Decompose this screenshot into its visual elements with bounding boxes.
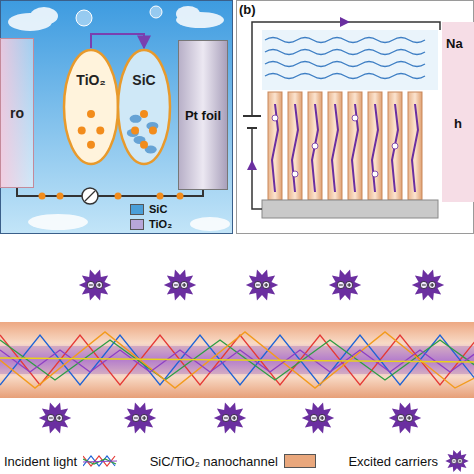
node-label: TiO₂ bbox=[76, 72, 105, 88]
legend-item: Excited carriers bbox=[348, 448, 470, 474]
ellipse-shape bbox=[64, 50, 118, 164]
electron-dot bbox=[78, 127, 86, 135]
ellipse-shape bbox=[118, 50, 170, 164]
electron-dot bbox=[140, 141, 148, 149]
ray-line bbox=[83, 461, 117, 462]
legend-item: Incident light bbox=[4, 453, 117, 469]
ray-sample bbox=[83, 453, 117, 469]
legend-swatch bbox=[284, 454, 316, 468]
legend-text: SiC bbox=[149, 203, 167, 215]
node-label: ro bbox=[10, 105, 24, 121]
legend-item: SiC bbox=[130, 203, 172, 215]
electron-dot bbox=[87, 110, 95, 118]
legend-text: SiC/TiO₂ nanochannel bbox=[150, 454, 278, 469]
ellipse-outline bbox=[116, 48, 172, 166]
legend-swatch bbox=[130, 219, 144, 230]
sic-grain bbox=[130, 115, 142, 123]
pt-foil-plate: Pt foil bbox=[178, 40, 228, 190]
panel-label: Na bbox=[446, 36, 463, 51]
transfer-arrow bbox=[91, 34, 144, 48]
panel-label: h bbox=[454, 116, 462, 131]
sic-particle: SiC bbox=[116, 48, 172, 166]
electron-dot bbox=[140, 110, 148, 118]
ellipse-outline bbox=[62, 48, 120, 166]
electron-dot bbox=[96, 127, 104, 135]
panel-label: (b) bbox=[239, 2, 256, 17]
carrier-sample bbox=[444, 448, 470, 474]
electrode-plate: ro bbox=[0, 38, 34, 188]
legend-swatch bbox=[130, 204, 144, 215]
legend-item: SiC/TiO₂ nanochannel bbox=[150, 454, 316, 469]
carrier-star bbox=[445, 450, 468, 472]
electron-dot bbox=[131, 127, 139, 135]
legend-text: Excited carriers bbox=[348, 454, 438, 469]
legend-row: Incident light SiC/TiO₂ nanochannel Excite… bbox=[4, 448, 470, 474]
legend-text: TiO₂ bbox=[149, 218, 172, 230]
legend-box: SiC TiO₂ bbox=[130, 203, 172, 233]
tio2-particle: TiO₂ bbox=[62, 48, 120, 166]
ray-line bbox=[83, 459, 116, 464]
legend-text: Incident light bbox=[4, 454, 77, 469]
electron-dot bbox=[149, 127, 157, 135]
node-label: SiC bbox=[132, 72, 155, 88]
node-label: Pt foil bbox=[185, 108, 221, 123]
electron-dot bbox=[87, 141, 95, 149]
legend-item: TiO₂ bbox=[130, 218, 172, 230]
